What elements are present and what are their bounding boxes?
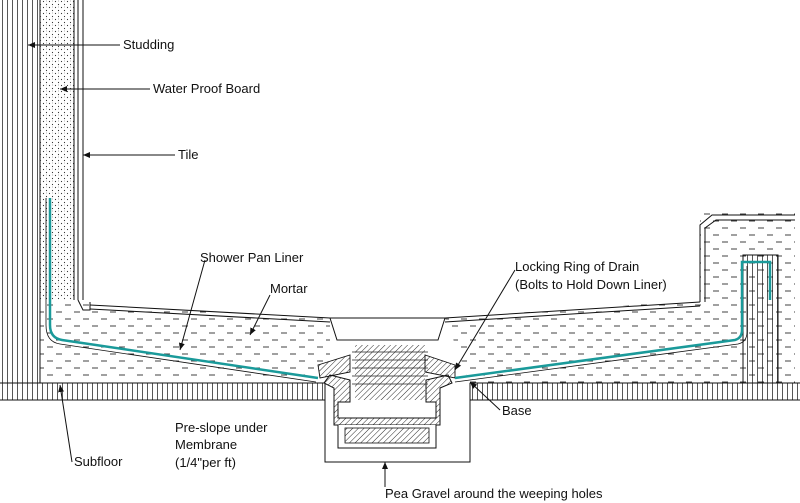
subfloor bbox=[0, 382, 800, 401]
label-mortar: Mortar bbox=[270, 281, 308, 296]
leader-lines bbox=[28, 42, 516, 487]
label-locking-ring-line1: Locking Ring of Drain bbox=[515, 259, 639, 274]
drain-thread-lines bbox=[352, 351, 428, 385]
label-preslope-line1: Pre-slope under bbox=[175, 420, 268, 435]
drain-body bbox=[317, 317, 456, 449]
label-shower-pan-liner: Shower Pan Liner bbox=[200, 250, 304, 265]
label-preslope-line2: Membrane bbox=[175, 437, 237, 452]
label-studding: Studding bbox=[123, 37, 174, 52]
label-locking-ring-line2: (Bolts to Hold Down Liner) bbox=[515, 277, 667, 292]
label-pea-gravel: Pea Gravel around the weeping holes bbox=[385, 486, 603, 501]
studding-wall bbox=[0, 0, 41, 383]
label-preslope-line3: (1/4"per ft) bbox=[175, 455, 236, 470]
label-base: Base bbox=[502, 403, 532, 418]
shower-pan-liner bbox=[45, 198, 772, 383]
label-tile: Tile bbox=[178, 147, 198, 162]
label-water-proof-board: Water Proof Board bbox=[153, 81, 260, 96]
label-subfloor: Subfloor bbox=[74, 454, 123, 469]
pea-gravel-pit bbox=[324, 383, 471, 463]
right-curb bbox=[699, 214, 795, 383]
